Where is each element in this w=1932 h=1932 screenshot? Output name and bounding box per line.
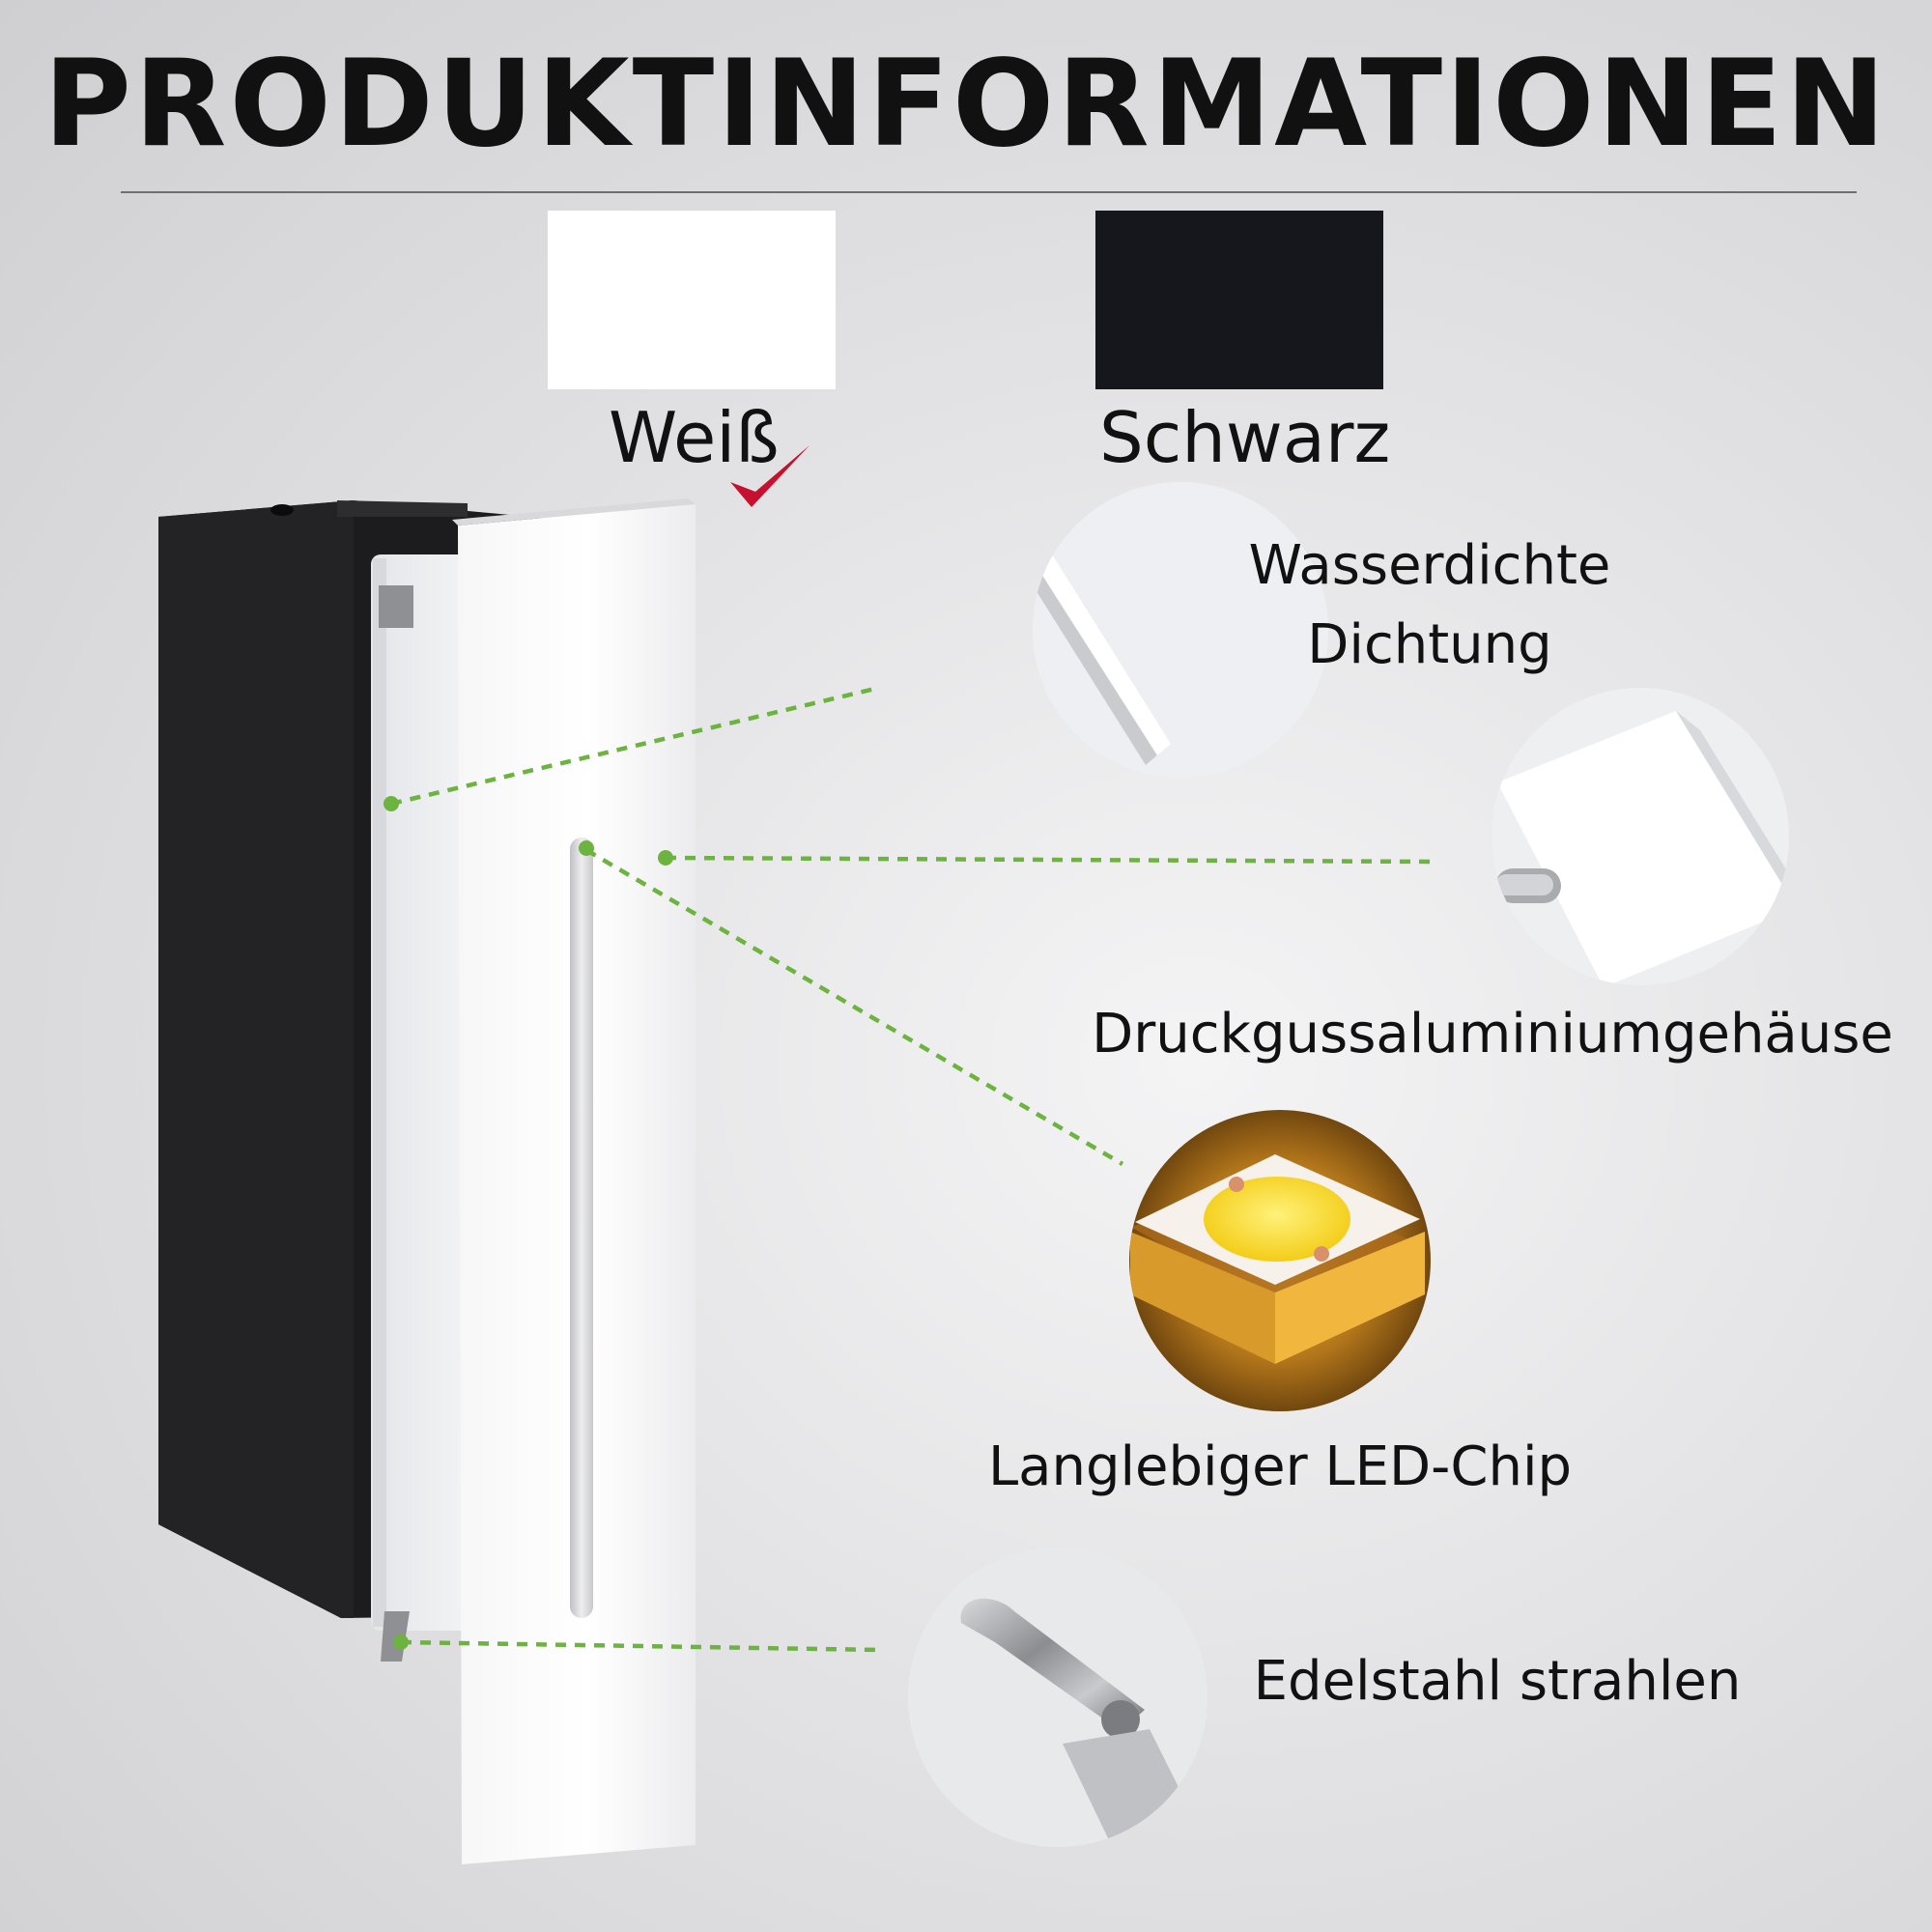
color-swatch-white[interactable] [548, 211, 836, 389]
seal-closeup-icon [1033, 482, 1328, 778]
color-label-white: Weiß [609, 397, 780, 478]
color-swatch-black[interactable] [1095, 211, 1383, 389]
color-label-black: Schwarz [1099, 397, 1391, 478]
steel-bracket-closeup-icon [908, 1548, 1208, 1847]
checkmark-icon [730, 445, 810, 507]
page-title: PRODUKTINFORMATIONEN [43, 35, 1889, 174]
feature-label-led-chip: Langlebiger LED-Chip [987, 1435, 1573, 1498]
feature-label-seal-line1: Wasserdichte [1248, 534, 1611, 597]
feature-label-steel: Edelstahl strahlen [1253, 1650, 1742, 1713]
title-divider [121, 191, 1857, 193]
feature-label-seal: Wasserdichte Dichtung [1208, 526, 1652, 685]
led-chip-icon [1129, 1110, 1431, 1411]
feature-label-seal-line2: Dichtung [1307, 613, 1552, 676]
feature-label-housing: Druckgussaluminiumgehäuse [1092, 1003, 1893, 1065]
housing-closeup-icon [1492, 688, 1789, 985]
